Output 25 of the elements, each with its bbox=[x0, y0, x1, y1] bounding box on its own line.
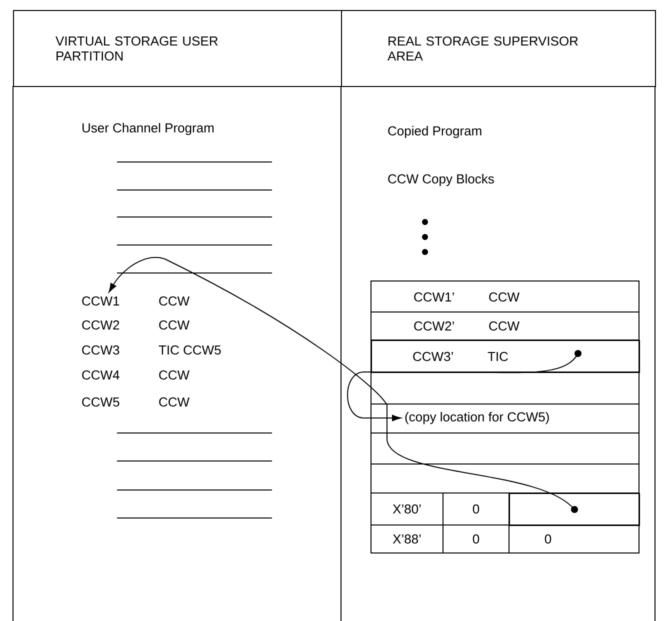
label-text: CCW5 bbox=[82, 397, 120, 407]
location-text: (copy location for CCW5) bbox=[405, 412, 549, 424]
label-text: CCW bbox=[159, 370, 190, 380]
label-text: CCW bbox=[159, 397, 190, 407]
instruction-text: CCW1 CCW bbox=[82, 296, 190, 306]
label-text: CCW bbox=[159, 320, 190, 330]
label-text: CCW Copy Blocks bbox=[388, 174, 494, 186]
arrow bbox=[108, 256, 578, 513]
header-cell: VIRTUAL STORAGE USER PARTITION bbox=[13, 10, 342, 87]
label-text: 0 bbox=[472, 534, 480, 544]
table-row: CCW3’ TIC bbox=[371, 340, 640, 373]
label-text: CCW4 bbox=[82, 370, 120, 380]
table-cell bbox=[509, 493, 640, 526]
label-text: User Channel Program bbox=[82, 122, 214, 136]
label-text: Copied Program bbox=[388, 126, 482, 138]
label-text: CCW1’ bbox=[414, 292, 454, 302]
label-text: TIC CCW5 bbox=[158, 345, 221, 355]
arrow bbox=[347, 350, 582, 422]
label-text: CCW2 bbox=[82, 320, 120, 330]
label-text: 0 bbox=[472, 504, 480, 514]
label-text: X’80’ bbox=[392, 504, 421, 514]
header-cell: REAL STORAGE SUPERVISOR AREA bbox=[341, 10, 656, 87]
label-text: CCW bbox=[489, 292, 520, 302]
label-text: CCW3 bbox=[82, 345, 120, 355]
label-text: X’88’ bbox=[392, 534, 421, 544]
